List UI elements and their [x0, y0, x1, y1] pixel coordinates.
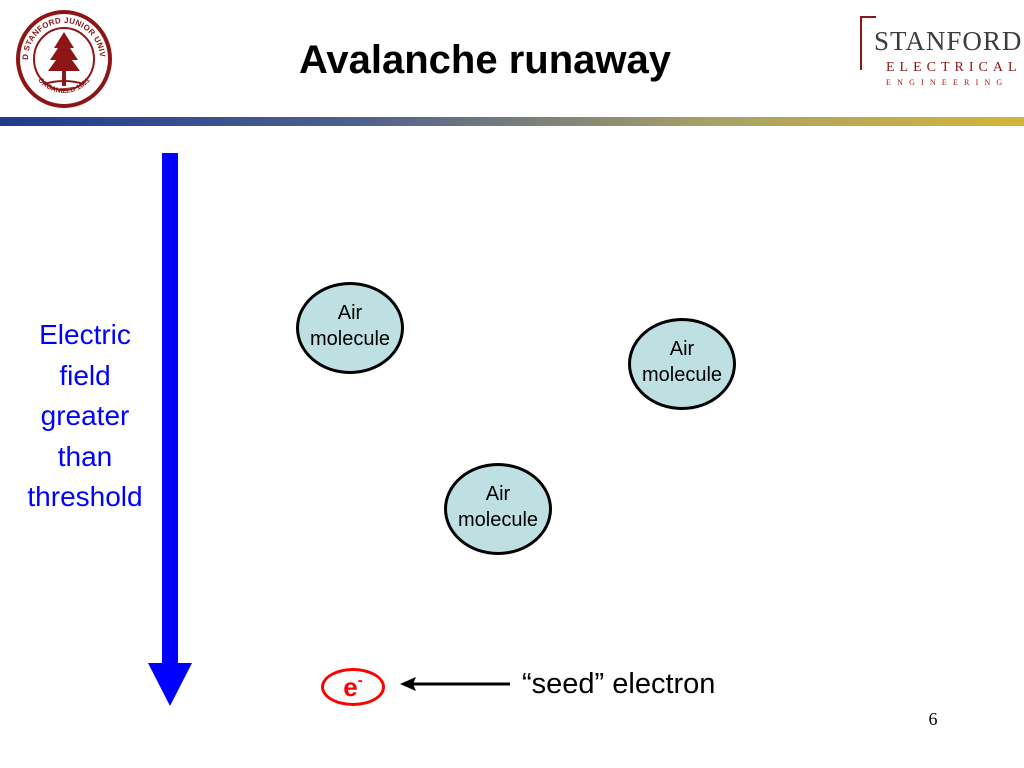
seed-electron-label: “seed” electron [522, 668, 716, 700]
logo-stanford-text: STANFORD [874, 26, 1023, 56]
air-molecule: Air molecule [444, 463, 552, 555]
slide-title: Avalanche runaway [298, 38, 671, 82]
molecule-label: Air [337, 302, 363, 324]
field-label-line: field [59, 359, 111, 391]
field-label: Electric field greater than threshold [0, 315, 170, 518]
field-label-line: threshold [27, 481, 143, 512]
molecule-label: molecule [457, 509, 539, 531]
logo-electrical-text: ELECTRICAL [886, 60, 1022, 75]
field-label-line: greater [40, 400, 130, 431]
pointer-arrow [400, 677, 510, 691]
logo-bracket-icon [860, 16, 876, 70]
electron-symbol: e [343, 672, 358, 702]
air-molecule: Air molecule [296, 282, 404, 374]
electric-field-arrow [148, 153, 192, 706]
field-label-line: Electric [39, 319, 131, 350]
molecule-label: Air [485, 483, 511, 505]
air-molecule: Air molecule [628, 318, 736, 410]
page-number: 6 [928, 709, 938, 729]
stanford-ee-logo: STANFORD ELECTRICAL ENGINEERING [858, 16, 1023, 96]
header-divider [0, 117, 1024, 126]
electron-charge: - [357, 672, 363, 689]
stanford-seal-icon: LELAND STANFORD JUNIOR UNIVERSITY ORGANI… [11, 1, 114, 110]
logo-engineering-text: ENGINEERING [886, 78, 1009, 87]
molecule-label: molecule [309, 328, 391, 350]
field-label-line: than [57, 440, 113, 472]
molecule-label: Air [669, 338, 695, 360]
molecule-label: molecule [641, 364, 723, 386]
seed-electron: e- [321, 668, 385, 706]
